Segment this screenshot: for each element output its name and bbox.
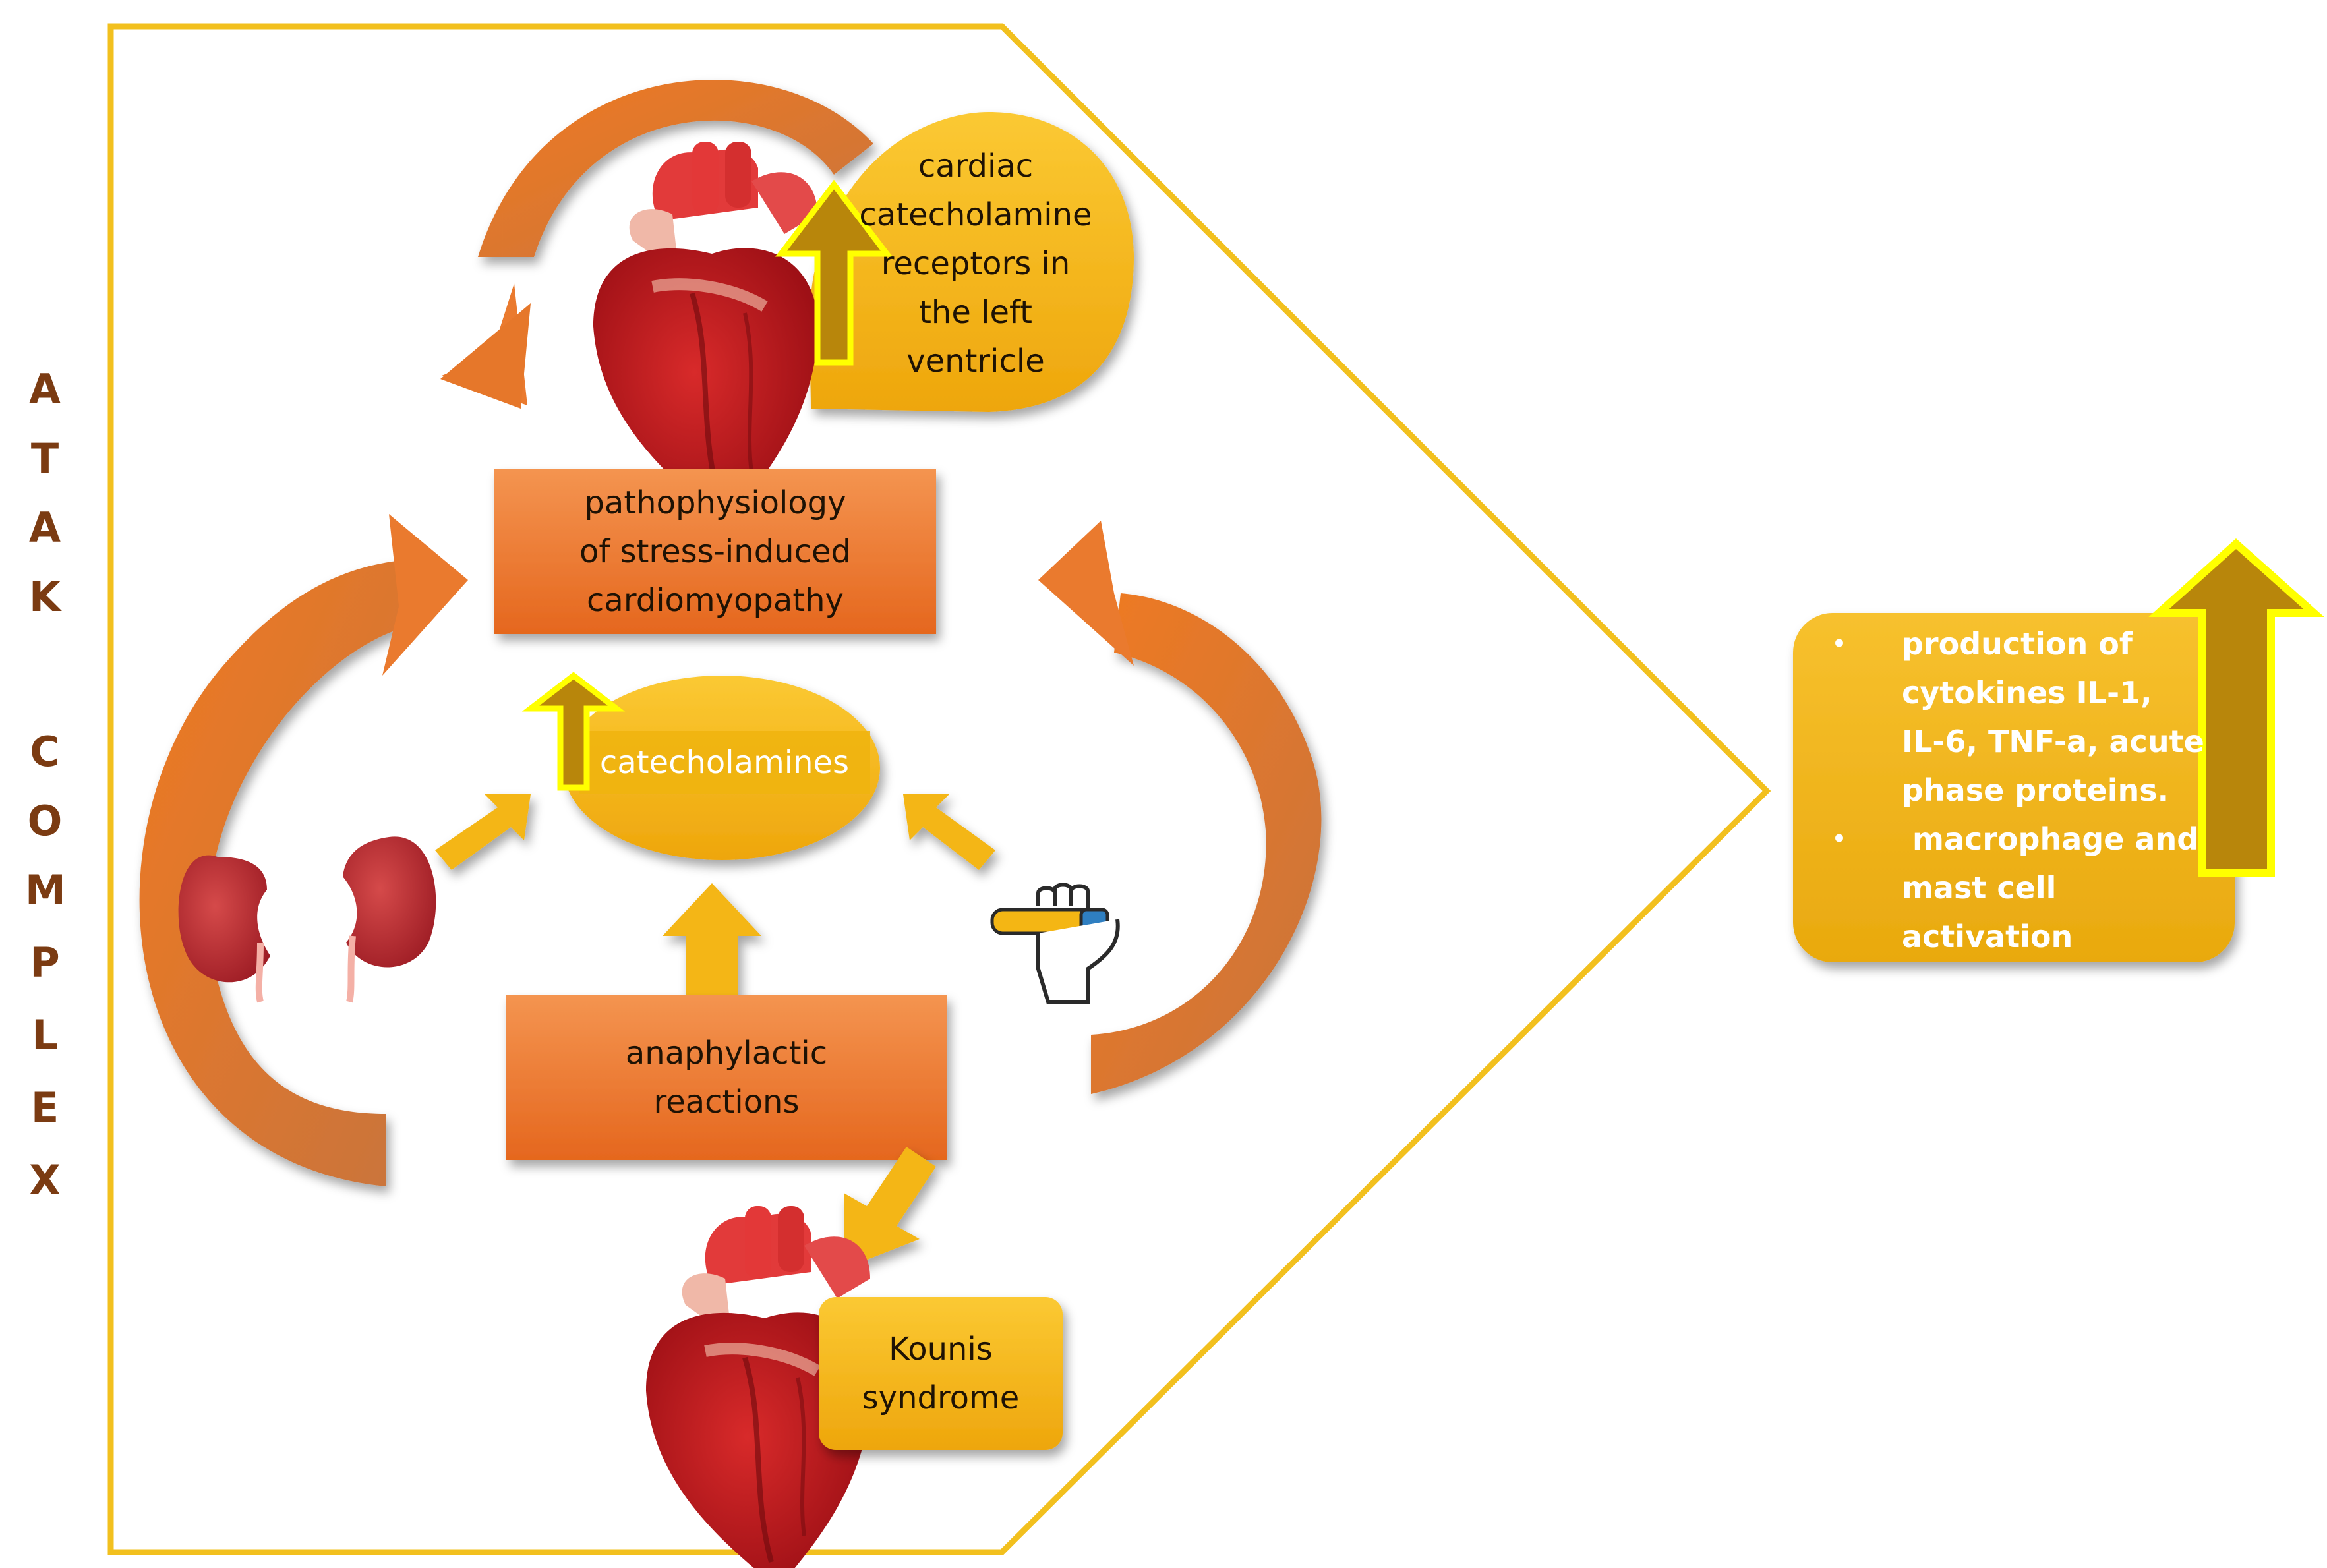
curved-arrow-top: [478, 79, 873, 257]
pathophysiology-line: of stress-induced: [579, 533, 851, 570]
up-arrow-effects: [2148, 538, 2324, 877]
receptors-line: catecholamine: [859, 196, 1092, 233]
side-label-letter: L: [32, 1011, 58, 1059]
heart-top-icon: [593, 142, 818, 524]
arrow-kidneys-to-catecholamines: [435, 794, 531, 870]
side-label-letter: T: [30, 434, 59, 482]
kounis-box: [819, 1297, 1063, 1450]
heart-bottom-icon: [646, 1206, 871, 1568]
side-label-letter: P: [30, 939, 60, 987]
curved-arrow-right-head: [1038, 521, 1134, 666]
effects-line: phase proteins.: [1902, 772, 2169, 808]
effects-line: macrophage and: [1902, 821, 2199, 857]
side-label-letter: M: [25, 866, 66, 914]
anaphylactic-text: anaphylactic reactions: [506, 995, 947, 1160]
anaphylactic-line: reactions: [653, 1084, 800, 1120]
receptors-line: receptors in: [881, 245, 1071, 282]
pathophysiology-text: pathophysiology of stress-induced cardio…: [494, 469, 936, 634]
effects-line: cytokines IL-1,: [1902, 675, 2152, 711]
effects-line: mast cell: [1902, 870, 2057, 906]
pathophysiology-box: [494, 469, 936, 634]
kounis-line: syndrome: [862, 1379, 1020, 1416]
curved-arrow-left-head: [382, 514, 468, 676]
bullet: •: [1832, 631, 1846, 657]
up-arrow-catecholamines: [521, 672, 626, 791]
side-label-letter: O: [27, 797, 63, 845]
receptors-text: cardiac catecholamine receptors in the l…: [811, 132, 1140, 395]
effects-list: • production of cytokines IL-1, IL-6, TN…: [1826, 620, 2204, 961]
side-label-letter: K: [28, 573, 61, 621]
receptors-line: cardiac: [918, 148, 1034, 185]
effects-line: activation: [1902, 919, 2073, 954]
side-label-letter: C: [30, 728, 60, 776]
side-label-letter: A: [29, 365, 61, 413]
side-label-letter: A: [29, 504, 61, 552]
side-label-letter: E: [30, 1084, 59, 1132]
bullet: •: [1832, 826, 1846, 852]
effects-box: [1793, 613, 2235, 962]
anaphylactic-line: anaphylactic: [625, 1035, 828, 1072]
pathophysiology-line: pathophysiology: [584, 484, 846, 521]
arrow-anaphylactic-to-catecholamines: [663, 883, 761, 1015]
catecholamines-text: catecholamines: [599, 744, 850, 781]
effects-line: production of: [1902, 626, 2133, 662]
pathophysiology-line: cardiomyopathy: [587, 582, 844, 619]
receptors-line: ventricle: [906, 343, 1045, 380]
side-label-letter: X: [29, 1156, 61, 1204]
anaphylactic-box: [506, 995, 947, 1160]
outer-frame: [107, 23, 1771, 1555]
arrow-anaphylactic-to-kounis: [844, 1147, 936, 1269]
effects-list-item: • production of cytokines IL-1, IL-6, TN…: [1826, 620, 2204, 815]
arrow-injector-to-catecholamines: [903, 794, 995, 870]
kounis-line: Kounis: [889, 1331, 993, 1368]
curved-arrow-right: [1091, 593, 1322, 1094]
kidneys-icon: [178, 836, 436, 1003]
receptors-bubble: [809, 112, 1134, 412]
curved-arrow-left: [139, 560, 409, 1186]
effects-line: IL-6, TNF-a, acute: [1902, 724, 2204, 759]
effects-list-item: • macrophage and mast cell activation: [1826, 815, 2199, 961]
kounis-text: Kounis syndrome: [819, 1297, 1063, 1450]
receptors-line: the left: [919, 294, 1032, 331]
auto-injector-icon: [990, 883, 1120, 1004]
up-arrow-receptors: [775, 179, 893, 366]
